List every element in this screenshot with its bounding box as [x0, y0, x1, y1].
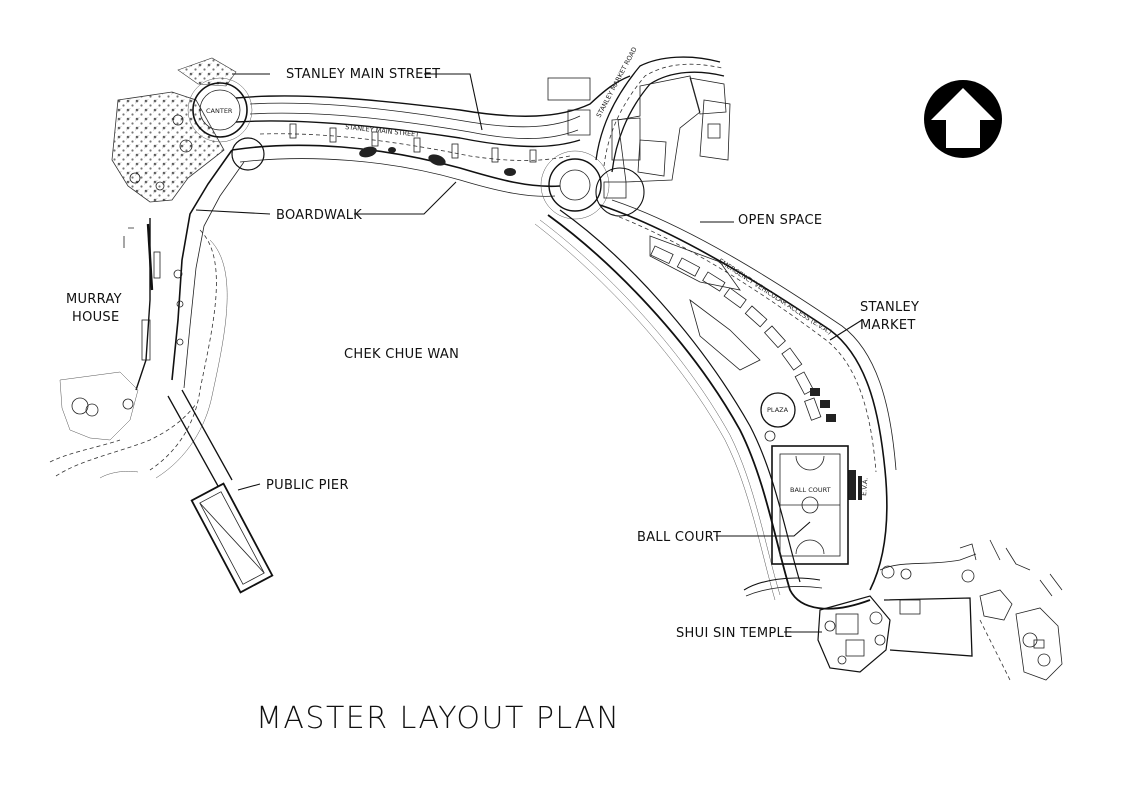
eva-text: EMERGENCY VEHICULAR ACCESS (E.V.A.) [717, 257, 833, 336]
ball-court-inner-text: BALL COURT [790, 486, 831, 494]
label-boardwalk: BOARDWALK [276, 208, 362, 223]
eva-short-text: E.V.A. [860, 477, 870, 496]
label-chek-chue-wan: CHEK CHUE WAN [344, 347, 459, 362]
label-murray-house-line2: HOUSE [72, 310, 120, 325]
eastern-coastline [959, 539, 1063, 681]
label-ball-court: BALL COURT [637, 530, 721, 545]
label-stanley-market-line2: MARKET [860, 318, 916, 333]
label-open-space: OPEN SPACE [738, 213, 822, 228]
promenade [534, 199, 897, 610]
canter-roundabout: CANTER [129, 77, 265, 191]
western-coastline [49, 227, 197, 479]
label-stanley-main-street: STANLEY MAIN STREET [286, 67, 440, 82]
plan-title: MASTER LAYOUT PLAN [256, 701, 620, 736]
main-street-corridor: STANLEY MAIN STREET [231, 75, 631, 197]
market-road-buildings [547, 75, 731, 183]
market-junction: STANLEY MARKET ROAD [540, 46, 725, 220]
label-leaders [195, 73, 863, 633]
street-marking-text: STANLEY MAIN STREET [345, 123, 420, 139]
market-road-text: STANLEY MARKET ROAD [595, 46, 639, 119]
plaza-circle: PLAZA [760, 392, 796, 442]
north-arrow-icon [924, 80, 1002, 158]
public-pier-structure [167, 389, 274, 594]
label-public-pier: PUBLIC PIER [266, 478, 349, 493]
paved-forecourt [111, 57, 237, 203]
canter-text: CANTER [206, 107, 233, 115]
shui-sin-temple-plan [817, 553, 977, 673]
label-shui-sin-temple: SHUI SIN TEMPLE [676, 626, 793, 641]
boardwalk-plan [135, 149, 245, 479]
stanley-market-stalls: EMERGENCY VEHICULAR ACCESS (E.V.A.) E.V.… [649, 235, 870, 500]
label-stanley-market-line1: STANLEY [860, 300, 919, 315]
ball-court-plan: BALL COURT [771, 445, 849, 565]
label-murray-house-line1: MURRAY [66, 292, 122, 307]
plaza-text: PLAZA [767, 406, 789, 414]
